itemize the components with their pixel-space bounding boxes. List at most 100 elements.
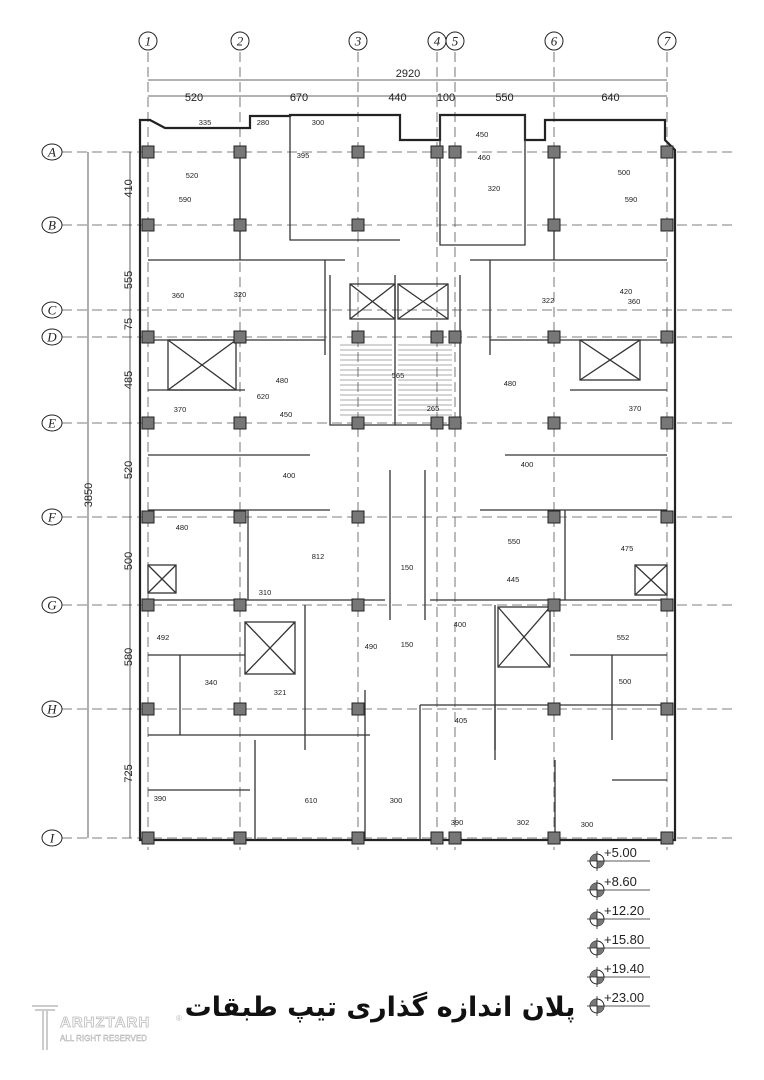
shaft-cross bbox=[349, 283, 396, 320]
room-dimension-label: 320 bbox=[488, 184, 501, 193]
room-dimension-label: 300 bbox=[390, 796, 403, 805]
structural-column bbox=[141, 831, 155, 845]
shaft bbox=[634, 564, 668, 596]
shaft bbox=[397, 283, 449, 320]
structural-column bbox=[233, 510, 247, 524]
room-dimension-label: 400 bbox=[521, 460, 534, 469]
shaft bbox=[579, 339, 641, 381]
column-spacing-label: 100 bbox=[437, 92, 455, 104]
room-dimension-label: 420 bbox=[620, 287, 633, 296]
level-label: +12.20 bbox=[604, 903, 644, 918]
room-dimension-label: 500 bbox=[618, 168, 631, 177]
structural-column bbox=[233, 416, 247, 430]
drawing-title: پلان اندازه گذاری تیپ طبقات bbox=[184, 992, 576, 1023]
structural-column bbox=[141, 416, 155, 430]
row-spacing-label: 520 bbox=[123, 461, 135, 479]
level-label: +19.40 bbox=[604, 961, 644, 976]
grid-bubble bbox=[445, 31, 465, 51]
shaft-cross bbox=[397, 283, 449, 320]
structural-column bbox=[448, 330, 462, 344]
shaft-cross bbox=[634, 564, 668, 596]
level-label: +8.60 bbox=[604, 874, 637, 889]
grid-bubble bbox=[348, 31, 368, 51]
room-dimension-label: 520 bbox=[186, 171, 199, 180]
structural-column bbox=[660, 416, 674, 430]
shaft bbox=[167, 339, 237, 391]
structural-column bbox=[351, 145, 365, 159]
grid-label-column: 2 bbox=[237, 34, 244, 49]
structural-column bbox=[233, 702, 247, 716]
room-dimension-label: 340 bbox=[205, 678, 218, 687]
grid-label-column: 4 bbox=[434, 34, 441, 49]
level-label: +5.00 bbox=[604, 845, 637, 860]
shaft bbox=[244, 621, 296, 675]
room-dimension-label: 480 bbox=[276, 376, 289, 385]
structural-column bbox=[430, 330, 444, 344]
room-dimension-label: 150 bbox=[401, 563, 414, 572]
room-dimension-label: 620 bbox=[257, 392, 270, 401]
grid-bubble bbox=[41, 216, 63, 234]
room-dimension-label: 280 bbox=[257, 118, 270, 127]
grid-bubble bbox=[544, 31, 564, 51]
grid-bubble bbox=[138, 31, 158, 51]
room-dimension-label: 400 bbox=[283, 471, 296, 480]
structural-column bbox=[547, 218, 561, 232]
structural-column bbox=[660, 218, 674, 232]
shaft-cross bbox=[167, 339, 237, 391]
grid-bubble bbox=[41, 328, 63, 346]
grid-label-column: 6 bbox=[551, 34, 558, 49]
structural-column bbox=[141, 218, 155, 232]
structural-column bbox=[448, 831, 462, 845]
grid-label-column: 7 bbox=[664, 34, 671, 49]
shaft-cross bbox=[497, 606, 551, 668]
structural-column bbox=[141, 510, 155, 524]
structural-column bbox=[547, 598, 561, 612]
room-dimension-label: 390 bbox=[451, 818, 464, 827]
room-dimension-label: 550 bbox=[508, 537, 521, 546]
structural-column bbox=[660, 702, 674, 716]
room-dimension-label: 360 bbox=[628, 297, 641, 306]
room-dimension-label: 370 bbox=[629, 404, 642, 413]
structural-column bbox=[547, 702, 561, 716]
room-dimension-label: 400 bbox=[454, 620, 467, 629]
grid-bubble bbox=[41, 301, 63, 319]
grid-label-row: D bbox=[46, 330, 57, 345]
structural-column bbox=[233, 831, 247, 845]
structural-column bbox=[141, 145, 155, 159]
column-spacing-label: 520 bbox=[185, 92, 203, 104]
structural-column bbox=[233, 598, 247, 612]
room-dimension-label: 335 bbox=[199, 118, 212, 127]
column-logo-icon bbox=[32, 1005, 58, 1050]
structural-column bbox=[141, 598, 155, 612]
structural-column bbox=[233, 218, 247, 232]
grid-label-row: G bbox=[47, 598, 57, 613]
grid-label-column: 5 bbox=[452, 34, 459, 49]
shaft-cross bbox=[244, 621, 296, 675]
row-spacing-label: 75 bbox=[123, 318, 135, 330]
room-dimension-label: 450 bbox=[476, 130, 489, 139]
grid-bubble bbox=[41, 829, 63, 847]
room-dimension-label: 475 bbox=[621, 544, 634, 553]
level-label: +15.80 bbox=[604, 932, 644, 947]
structural-column bbox=[351, 598, 365, 612]
grid-bubble bbox=[41, 700, 63, 718]
structural-column bbox=[660, 145, 674, 159]
structural-column bbox=[660, 330, 674, 344]
interior-wall bbox=[439, 115, 526, 246]
grid-bubble bbox=[41, 596, 63, 614]
structural-column bbox=[233, 330, 247, 344]
grid-bubble bbox=[41, 143, 63, 161]
room-dimension-label: 480 bbox=[176, 523, 189, 532]
room-dimension-label: 590 bbox=[625, 195, 638, 204]
level-label: +23.00 bbox=[604, 990, 644, 1005]
structural-column bbox=[660, 598, 674, 612]
room-dimension-label: 405 bbox=[455, 716, 468, 725]
overall-height-label: 3850 bbox=[83, 483, 95, 507]
room-dimension-label: 395 bbox=[297, 151, 310, 160]
room-dimension-label: 300 bbox=[312, 118, 325, 127]
room-dimension-label: 390 bbox=[154, 794, 167, 803]
room-dimension-label: 445 bbox=[507, 575, 520, 584]
room-dimension-label: 320 bbox=[234, 290, 247, 299]
structural-column bbox=[351, 218, 365, 232]
